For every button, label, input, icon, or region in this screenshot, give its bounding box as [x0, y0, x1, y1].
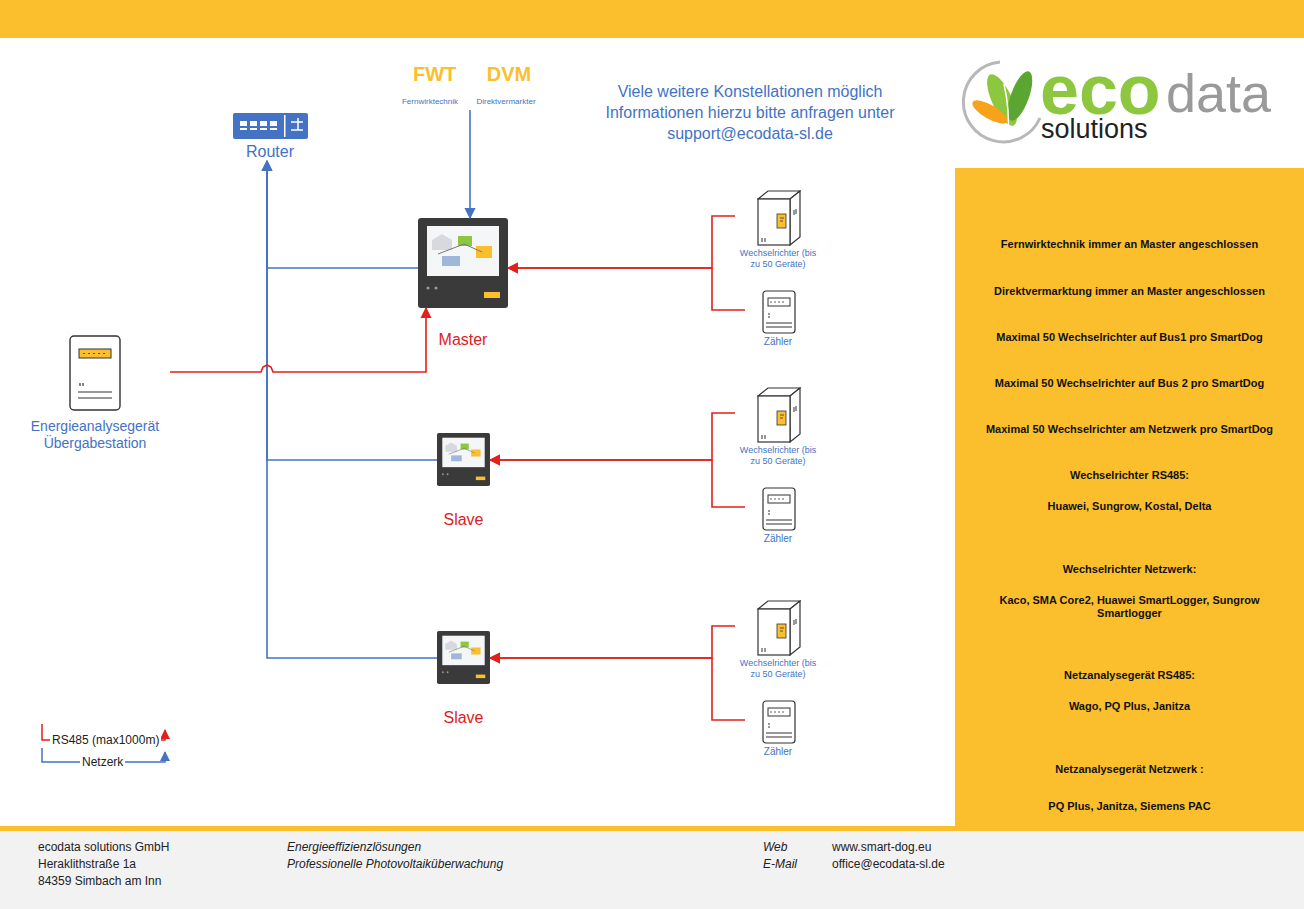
- inverter-node: Wechselrichter (bis zu 50 Geräte): [735, 598, 821, 680]
- network-connector: [267, 161, 437, 658]
- node-label: Slave: [417, 510, 510, 529]
- info-text: Kaco, SMA Core2, Huawei SmartLogger, Sun…: [967, 594, 1292, 620]
- inverter-icon: [758, 388, 800, 442]
- note-text: Viele weitere Konstellationen möglich In…: [575, 81, 925, 144]
- master-device: [418, 218, 508, 308]
- info-text: Maximal 50 Wechselrichter auf Bus 2 pro …: [967, 377, 1292, 390]
- inverter-icon: [758, 601, 800, 655]
- inverter-icon: [758, 191, 800, 245]
- node-label: Router: [222, 142, 318, 161]
- network-connector: [267, 161, 418, 268]
- node-label: Zähler: [745, 336, 811, 348]
- router-icon: [233, 113, 308, 139]
- node-label: Wechselrichter (bis zu 50 Geräte): [735, 248, 821, 270]
- info-text: Wechselrichter Netzwerk:: [967, 563, 1292, 576]
- info-text: Fernwirktechnik immer an Master angeschl…: [967, 238, 1292, 251]
- info-text: FWT: [413, 62, 453, 86]
- logo-text: data: [1166, 66, 1271, 120]
- legend-text: RS485 (max1000m): [50, 733, 161, 748]
- energy-analyzer-node: Energieanalysegerät Übergabestation: [20, 332, 170, 452]
- info-text: Huawei, Sungrow, Kostal, Delta: [967, 500, 1292, 513]
- info-text: PQ Plus, Janitza, Siemens PAC: [967, 800, 1292, 813]
- slave-device: [437, 433, 490, 486]
- node-label: Zähler: [745, 746, 811, 758]
- meter-icon: [763, 291, 795, 333]
- info-text: Direktvermarkter: [467, 97, 545, 107]
- inverter-node: Wechselrichter (bis zu 50 Geräte): [735, 385, 821, 467]
- logo-mark: [963, 62, 1040, 142]
- rs485-connector: [490, 658, 745, 720]
- inverter-node: Wechselrichter (bis zu 50 Geräte): [735, 188, 821, 270]
- node-label: Wechselrichter (bis zu 50 Geräte): [735, 445, 821, 467]
- energy-analyzer-icon: [70, 336, 120, 410]
- node-label: Wechselrichter (bis zu 50 Geräte): [735, 658, 821, 680]
- rs485-connector: [170, 308, 426, 372]
- node-label: Energieanalysegerät Übergabestation: [20, 418, 170, 452]
- info-text: Fernwirktechnik: [395, 97, 465, 107]
- footer-rule: [0, 826, 1304, 831]
- rs485-connector: [490, 626, 735, 658]
- node-label: Zähler: [745, 533, 811, 545]
- info-text: DVM: [483, 62, 535, 86]
- footer-band: [0, 831, 1304, 909]
- master-node: Master: [418, 218, 508, 308]
- info-text: Maximal 50 Wechselrichter am Netzwerk pr…: [967, 423, 1292, 436]
- info-text: Wechselrichter RS485:: [967, 469, 1292, 482]
- rs485-connector: [490, 460, 745, 507]
- slave-node: Slave: [437, 432, 490, 487]
- logo-text: eco: [1040, 55, 1161, 125]
- logo-text: solutions: [1041, 116, 1148, 143]
- slave-device: [437, 631, 490, 684]
- meter-node: Zähler: [745, 485, 811, 545]
- info-text: Direktvermarktung immer an Master angesc…: [967, 285, 1292, 298]
- rs485-connector: [508, 268, 745, 310]
- info-text: Wago, PQ Plus, Janitza: [967, 700, 1292, 713]
- meter-icon: [763, 701, 795, 743]
- info-text: Netzanalysegerät RS485:: [967, 669, 1292, 682]
- info-text: Maximal 50 Wechselrichter auf Bus1 pro S…: [967, 331, 1292, 344]
- meter-icon: [763, 488, 795, 530]
- info-text: Netzanalysegerät Netzwerk :: [967, 763, 1292, 776]
- legend-text: Netzerk: [80, 755, 125, 770]
- footer-text: Professionelle Photovoltaiküberwachung: [287, 857, 503, 872]
- top-bar: [0, 0, 1304, 38]
- rs485-connector: [508, 216, 735, 268]
- slave-node: Slave: [437, 630, 490, 685]
- footer-text: office@ecodata-sl.de: [832, 857, 945, 872]
- footer-text: Heraklithstraße 1a: [38, 857, 136, 872]
- meter-node: Zähler: [745, 698, 811, 758]
- footer-text: www.smart-dog.eu: [832, 840, 931, 855]
- node-label: Slave: [417, 708, 510, 727]
- info-panel: Fernwirktechnik immer an Master angeschl…: [955, 168, 1304, 826]
- rs485-connector: [490, 413, 735, 460]
- footer-text: 84359 Simbach am Inn: [38, 874, 161, 889]
- footer-text: E-Mail: [763, 857, 797, 872]
- network-connector: [267, 161, 437, 460]
- router-node: Router: [222, 110, 318, 161]
- node-label: Master: [398, 330, 528, 349]
- footer-text: Web: [763, 840, 787, 855]
- footer-text: ecodata solutions GmbH: [38, 840, 169, 855]
- network-connector: [469, 110, 471, 218]
- footer-text: Energieeffizienzlösungen: [287, 840, 421, 855]
- meter-node: Zähler: [745, 288, 811, 348]
- remote-control-node: FWT DVM FernwirktechnikDirektvermarkter: [395, 62, 545, 110]
